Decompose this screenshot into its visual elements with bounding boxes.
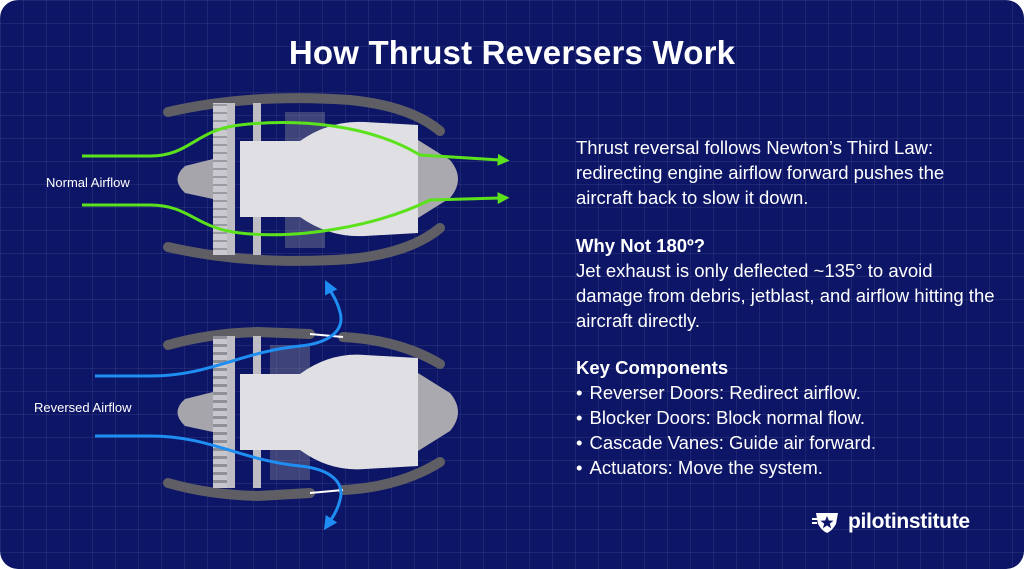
key-components-heading: Key Components — [576, 357, 729, 378]
reversed-engine: Reversed Airflow — [34, 280, 458, 531]
spinner-cone-reversed — [177, 392, 213, 432]
normal-airflow-label: Normal Airflow — [46, 175, 130, 190]
cascade-vanes — [213, 336, 227, 488]
why-heading: Why Not 180º? — [576, 235, 706, 256]
nacelle-top-forward — [163, 326, 315, 350]
nacelle-bottom — [163, 223, 445, 266]
list-item: Blocker Doors: Block normal flow. — [576, 405, 996, 430]
reversed-flow-bottom — [95, 434, 343, 531]
normal-engine: Normal Airflow — [46, 93, 510, 266]
why-body: Jet exhaust is only deflected ~135° to a… — [576, 260, 995, 331]
fan-frame — [227, 103, 235, 255]
intro-paragraph: Thrust reversal follows Newton’s Third L… — [576, 137, 945, 208]
spinner-cone — [177, 159, 213, 199]
page-title: How Thrust Reversers Work — [288, 34, 736, 71]
normal-flow-top — [82, 121, 510, 166]
reverser-door-bottom — [338, 457, 445, 495]
key-components-list: Reverser Doors: Redirect airflow. Blocke… — [576, 380, 996, 480]
exhaust-cone — [418, 140, 458, 218]
key-components-section: Key Components Reverser Doors: Redirect … — [576, 355, 996, 480]
reverser-door-top — [338, 332, 445, 369]
logo-text: pilotinstitute — [848, 510, 970, 533]
list-item: Cascade Vanes: Guide air forward. — [576, 430, 996, 455]
reversed-flow-top — [95, 280, 343, 378]
exhaust-cone-reversed — [418, 373, 458, 451]
list-item: Reverser Doors: Redirect airflow. — [576, 380, 996, 405]
why-not-180-section: Why Not 180º? Jet exhaust is only deflec… — [576, 233, 996, 333]
nacelle-bottom-forward — [163, 478, 315, 502]
fan-blades — [213, 103, 227, 255]
reversed-airflow-label: Reversed Airflow — [34, 400, 132, 415]
engine-core — [240, 121, 418, 237]
nacelle-top — [163, 93, 445, 136]
normal-flow-bottom — [82, 192, 510, 237]
engine-core-reversed — [240, 354, 418, 470]
star-shield-icon — [812, 513, 838, 533]
pilot-institute-logo: pilotinstitute — [812, 510, 970, 534]
list-item: Actuators: Move the system. — [576, 455, 996, 480]
